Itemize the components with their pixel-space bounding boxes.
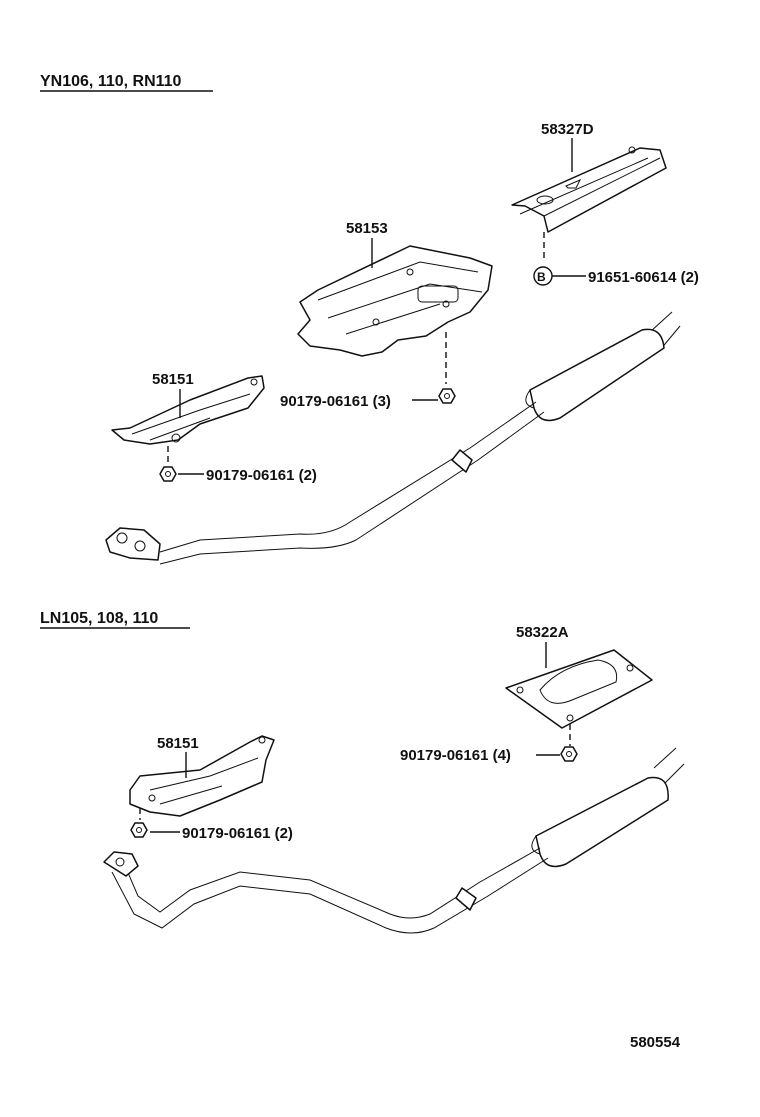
- nut-plate-icon: [560, 746, 578, 762]
- bolt-marker-letter: B: [537, 270, 546, 284]
- heat-insulator-58151-upper: [111, 375, 265, 445]
- part-label-58151-upper: 58151: [152, 371, 194, 388]
- section-header-2: LN105, 108, 110: [40, 610, 158, 627]
- part-label-nut-left-lower: 90179-06161 (2): [182, 825, 293, 842]
- section-header-1: YN106, 110, RN110: [40, 73, 182, 90]
- section-yn106-rn110: YN106, 110, RN110 58327D B 91651-60614 (…: [40, 73, 699, 565]
- part-label-58327d: 58327D: [541, 121, 594, 138]
- part-label-58322a: 58322A: [516, 624, 569, 641]
- heat-insulator-58151-lower: [129, 735, 275, 817]
- heat-insulator-58322a: [505, 649, 653, 729]
- nut-left-icon: [159, 466, 177, 482]
- part-label-nut-plate: 90179-06161 (4): [400, 747, 511, 764]
- heat-insulator-58327d: [511, 146, 667, 233]
- heat-insulator-58153: [297, 245, 493, 357]
- part-label-nut-left: 90179-06161 (2): [206, 467, 317, 484]
- section-ln105-ln110: LN105, 108, 110 58322A 90179-06161 (4) 5…: [40, 610, 685, 934]
- part-label-58151-lower: 58151: [157, 735, 199, 752]
- nut-left-lower-icon: [130, 822, 148, 838]
- part-label-91651: 91651-60614 (2): [588, 269, 699, 286]
- part-label-58153: 58153: [346, 220, 388, 237]
- nut-mid-icon: [438, 388, 456, 404]
- part-label-nut-mid: 90179-06161 (3): [280, 393, 391, 410]
- diagram-id: 580554: [630, 1034, 681, 1051]
- exhaust-pipe-1: [105, 311, 681, 565]
- exhaust-pipe-2: [103, 747, 685, 934]
